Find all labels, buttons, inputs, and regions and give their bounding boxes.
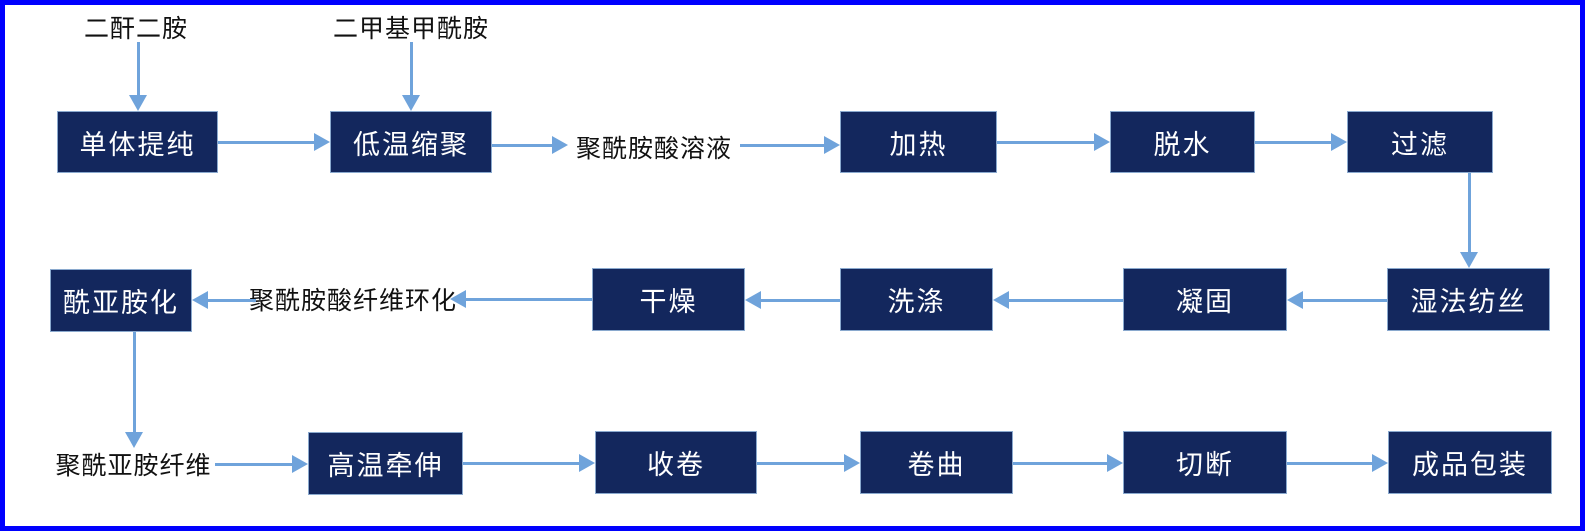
arrow-winding-to-crimping-head [844, 454, 860, 472]
arrow-polyimide-fiber-to-high-temp-drawing-line [215, 463, 294, 466]
arrow-imidization-to-polyimide-fiber-head [125, 432, 143, 448]
arrow-paa-solution-to-heating-line [740, 144, 826, 147]
arrow-dmf-to-low-temp-polycondensation-line [410, 42, 413, 97]
flow-box-winding: 收卷 [595, 431, 757, 494]
flow-label-paa-fiber-cyclization: 聚酰胺酸纤维环化 [249, 286, 458, 315]
arrow-winding-to-crimping-line [757, 462, 846, 465]
arrow-crimping-to-cutting-line [1013, 462, 1109, 465]
arrow-heating-to-dehydration-head [1094, 133, 1110, 151]
flow-box-imidization: 酰亚胺化 [50, 269, 192, 332]
arrow-filtration-to-wet-spinning-head [1460, 252, 1478, 268]
flow-box-packaging: 成品包装 [1388, 431, 1552, 494]
flow-box-coagulation: 凝固 [1123, 268, 1287, 331]
arrow-dehydration-to-filtration-line [1255, 141, 1333, 144]
arrow-dianhydride-diamine-to-monomer-purification-line [137, 42, 140, 97]
flow-box-wet-spinning: 湿法纺丝 [1387, 268, 1550, 331]
arrow-wet-spinning-to-coagulation-line [1301, 299, 1387, 302]
arrow-paa-fiber-cyclization-to-imidization-head [192, 291, 208, 309]
arrow-imidization-to-polyimide-fiber-line [133, 332, 136, 434]
arrow-crimping-to-cutting-head [1107, 454, 1123, 472]
arrow-heating-to-dehydration-line [997, 141, 1096, 144]
arrow-washing-to-drying-line [759, 299, 840, 302]
flow-box-cutting: 切断 [1123, 431, 1287, 494]
flow-label-polyimide-fiber: 聚酰亚胺纤维 [55, 451, 212, 480]
arrow-coagulation-to-washing-head [993, 291, 1009, 309]
flow-box-dehydration: 脱水 [1110, 111, 1255, 173]
flow-box-drying: 干燥 [592, 268, 745, 331]
flow-box-washing: 洗涤 [840, 268, 993, 331]
arrow-dehydration-to-filtration-head [1331, 133, 1347, 151]
flow-box-low-temp-polycondensation: 低温缩聚 [330, 111, 492, 173]
arrow-drying-to-paa-fiber-cyclization-line [464, 298, 592, 301]
arrow-wet-spinning-to-coagulation-head [1287, 291, 1303, 309]
arrow-high-temp-drawing-to-winding-head [579, 454, 595, 472]
arrow-washing-to-drying-head [745, 291, 761, 309]
flow-label-dianhydride-diamine: 二酐二胺 [83, 14, 188, 43]
arrow-paa-solution-to-heating-head [824, 136, 840, 154]
flow-box-high-temp-drawing: 高温牵伸 [308, 432, 463, 495]
arrow-monomer-purification-to-low-temp-polycondensation-line [218, 141, 316, 144]
arrow-paa-fiber-cyclization-to-imidization-line [206, 299, 256, 302]
arrow-low-temp-polycondensation-to-paa-solution-head [552, 136, 568, 154]
flow-box-filtration: 过滤 [1347, 111, 1493, 173]
flow-box-crimping: 卷曲 [860, 431, 1013, 494]
arrow-dianhydride-diamine-to-monomer-purification-head [129, 95, 147, 111]
arrow-polyimide-fiber-to-high-temp-drawing-head [292, 455, 308, 473]
arrow-drying-to-paa-fiber-cyclization-head [450, 290, 466, 308]
flow-box-monomer-purification: 单体提纯 [57, 111, 218, 173]
arrow-coagulation-to-washing-line [1007, 299, 1123, 302]
arrow-dmf-to-low-temp-polycondensation-head [402, 95, 420, 111]
arrow-high-temp-drawing-to-winding-line [463, 462, 581, 465]
flow-label-paa-solution: 聚酰胺酸溶液 [575, 134, 732, 163]
arrow-low-temp-polycondensation-to-paa-solution-line [492, 144, 554, 147]
flow-label-dmf: 二甲基甲酰胺 [332, 14, 489, 43]
arrow-cutting-to-packaging-line [1287, 462, 1374, 465]
arrow-filtration-to-wet-spinning-line [1468, 173, 1471, 254]
arrow-cutting-to-packaging-head [1372, 454, 1388, 472]
arrow-monomer-purification-to-low-temp-polycondensation-head [314, 133, 330, 151]
flow-box-heating: 加热 [840, 111, 997, 173]
